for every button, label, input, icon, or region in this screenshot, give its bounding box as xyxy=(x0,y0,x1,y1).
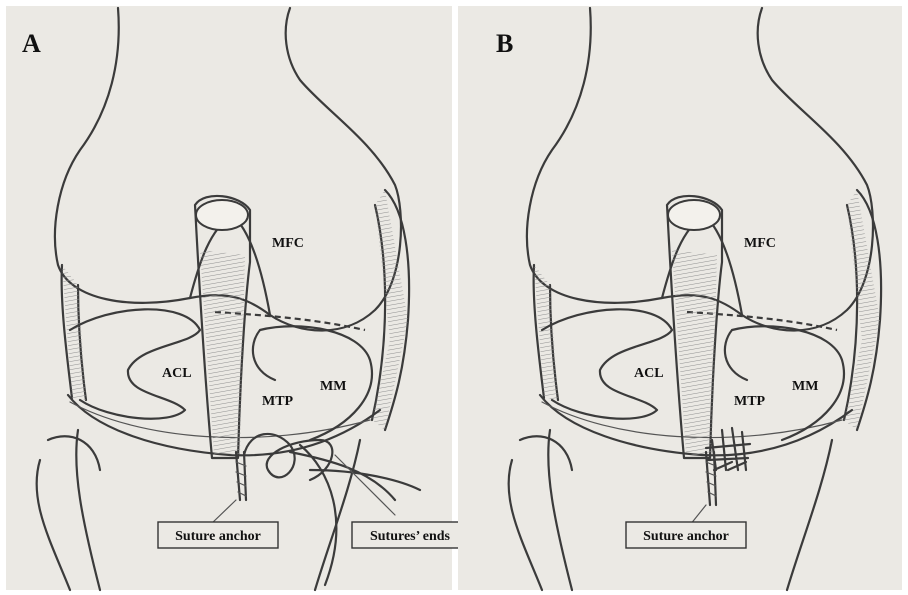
acl-label-b: ACL xyxy=(634,366,664,381)
panel-b: B MFC ACL MM MTP Suture anchor xyxy=(458,6,902,590)
acl-label: ACL xyxy=(162,366,192,381)
mm-label: MM xyxy=(320,379,346,394)
acl-stump-b xyxy=(668,200,720,230)
svg-text:Suture anchor: Suture anchor xyxy=(175,529,261,544)
callout-sutures-ends: Sutures’ ends xyxy=(352,522,468,548)
callout-suture-anchor-a: Suture anchor xyxy=(158,522,278,548)
panel-a: A MFC ACL MM MTP xyxy=(6,6,468,590)
panel-b-letter: B xyxy=(496,29,513,58)
mtp-label-b: MTP xyxy=(734,394,766,409)
svg-text:Suture anchor: Suture anchor xyxy=(643,529,729,544)
mfc-label-b: MFC xyxy=(744,236,776,251)
svg-text:Sutures’ ends: Sutures’ ends xyxy=(370,529,451,544)
mfc-label: MFC xyxy=(272,236,304,251)
mtp-label: MTP xyxy=(262,394,294,409)
panel-a-letter: A xyxy=(22,29,41,58)
callout-suture-anchor-b: Suture anchor xyxy=(626,522,746,548)
mm-label-b: MM xyxy=(792,379,818,394)
acl-stump xyxy=(196,200,248,230)
